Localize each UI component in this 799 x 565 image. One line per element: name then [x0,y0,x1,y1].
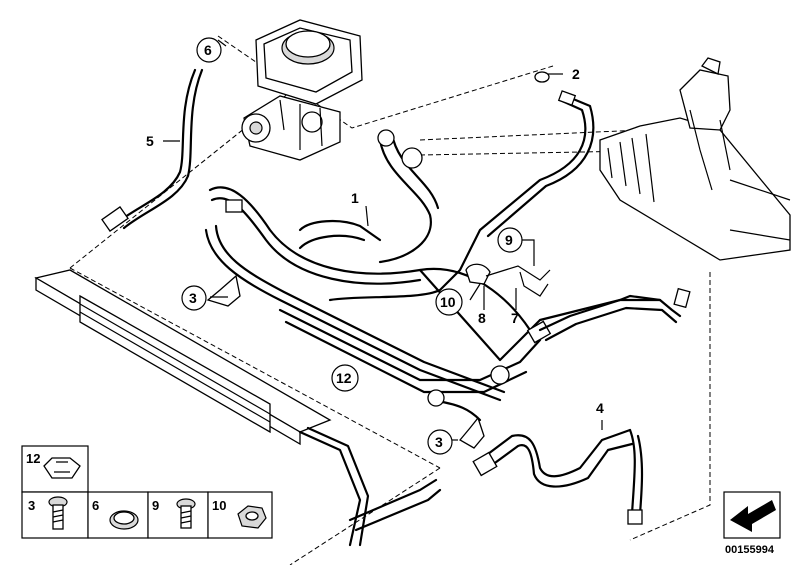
callout-5-label: 5 [146,133,154,149]
callout-7-label: 7 [511,310,519,326]
arrow-icon [723,491,781,539]
legend-cell-10-label: 10 [212,498,226,513]
legend-cell-9-label: 9 [152,498,159,513]
callout-8-label: 8 [478,310,486,326]
hose-bundle [204,186,662,422]
bolt-icon [48,496,68,530]
cooler-icon [34,269,442,547]
callout-9-label: 9 [505,232,513,248]
callout-8: 8 [478,310,486,326]
rack-feed-line [538,287,691,342]
hose-5 [101,68,204,232]
callout-7: 7 [511,310,519,326]
callout-6: 6 [196,37,222,63]
callout-9: 9 [497,227,523,253]
steering-rack-icon [599,57,791,261]
callout-3b: 3 [427,429,453,455]
clamp-ring-icon [109,510,139,530]
legend-cell-6-label: 6 [92,498,99,513]
legend-cell-3-label: 3 [28,498,35,513]
leader-lines [163,39,603,441]
bracket-3a [206,274,241,307]
callout-3a: 3 [181,285,207,311]
bolt-icon [176,498,196,529]
nut-icon [237,505,267,529]
legend-cell-12-label: 12 [26,451,40,466]
callout-10: 10 [435,288,463,316]
callout-10-label: 10 [440,294,456,310]
parts-legend: 12 3 6 9 10 [21,445,273,539]
callout-4-label: 4 [596,400,604,416]
pump-icon [241,95,341,161]
clamp-icon [465,263,551,297]
bracket-3b [459,416,485,449]
callout-2: 2 [572,66,580,82]
callout-2-label: 2 [572,66,580,82]
callout-1: 1 [351,190,359,206]
document-number: 00155994 [725,544,775,556]
hose-4 [472,428,644,525]
hose-6 [377,129,440,264]
fluid-reservoir-icon [255,19,363,105]
callout-4: 4 [596,400,604,416]
callout-12: 12 [331,364,359,392]
callout-5: 5 [146,133,154,149]
callout-3a-label: 3 [189,290,197,306]
callout-3b-label: 3 [435,434,443,450]
clamp-icon [43,457,81,479]
pressure-line [328,71,595,302]
callout-12-label: 12 [336,370,352,386]
callout-1-label: 1 [351,190,359,206]
callout-6-label: 6 [204,42,212,58]
